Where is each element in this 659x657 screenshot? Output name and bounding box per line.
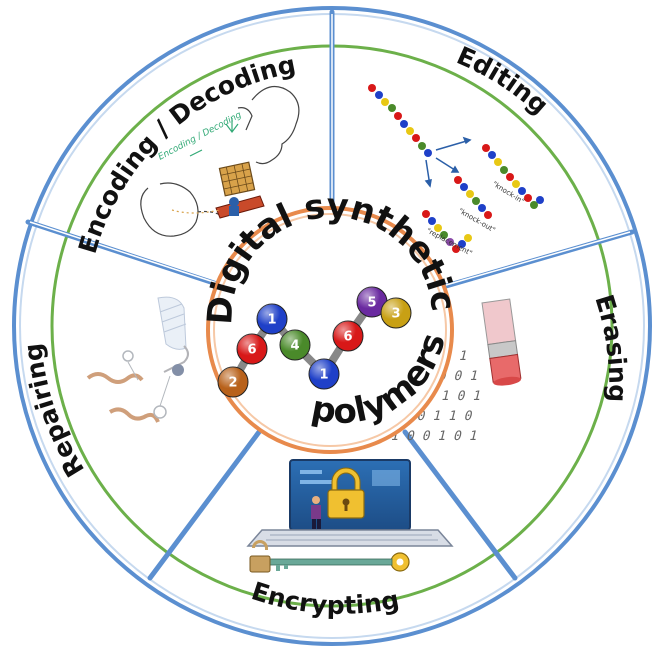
- laptop-keyboard-icon: [266, 534, 438, 541]
- polymer-bead: 2: [217, 366, 249, 398]
- spoke-bottom-right: [402, 429, 518, 581]
- padlock-icon: [327, 467, 365, 519]
- pencil-eraser-icon: [481, 298, 522, 386]
- polymer-bead: 3: [380, 297, 412, 329]
- face-profile-icon: [237, 107, 253, 131]
- encoding-arrows: [189, 118, 239, 157]
- polymer-chain: 2 6 1 4 1 6 5: [217, 286, 412, 398]
- polymer-bead: 6: [332, 320, 364, 352]
- editing-arrows: [424, 136, 472, 188]
- key-icon: [269, 552, 410, 572]
- person-figure-icon: [311, 496, 321, 529]
- head-sketch-icon: [251, 85, 300, 165]
- head-sketch-2-icon: [140, 182, 199, 237]
- spoke-bottom-left: [147, 425, 265, 581]
- svg-text:6: 6: [247, 343, 256, 358]
- tape-reader-icon: [215, 161, 265, 219]
- spoke-highlights: [29, 14, 631, 286]
- svg-text:4: 4: [290, 339, 299, 354]
- polymer-bead: 6: [236, 333, 268, 365]
- encoding-decoding-illustration: [140, 85, 300, 237]
- editing-chain-knockin: [482, 144, 544, 209]
- polymer-bead: 1: [256, 303, 288, 335]
- center-circle-inner-edge: [213, 213, 447, 447]
- svg-text:1: 1: [319, 368, 328, 383]
- editing-chain-knockout: [454, 176, 492, 219]
- polymer-bead: 5: [356, 286, 388, 318]
- probe-tip-icon: [172, 364, 184, 376]
- center-circle: [206, 206, 454, 454]
- dna-strand-2-icon: [108, 407, 160, 423]
- editing-chain-main: [368, 84, 432, 157]
- gear-small-icon: [122, 350, 134, 362]
- svg-text:2: 2: [228, 376, 237, 391]
- svg-text:5: 5: [367, 296, 376, 311]
- svg-text:6: 6: [343, 330, 352, 345]
- svg-text:1: 1: [267, 313, 276, 328]
- polymer-bead: 1: [308, 358, 340, 390]
- polymer-bead: 4: [279, 329, 311, 361]
- editing-chain-replacement: [422, 210, 472, 253]
- open-lock-icon: [249, 540, 271, 573]
- svg-text:1 0 0 1 0 1: 1 0 0 1 0 1: [389, 429, 479, 444]
- svg-text:3: 3: [391, 307, 400, 322]
- repairing-illustration: [86, 296, 189, 423]
- laptop-base-icon: [246, 529, 454, 547]
- encrypting-illustration: [246, 459, 454, 573]
